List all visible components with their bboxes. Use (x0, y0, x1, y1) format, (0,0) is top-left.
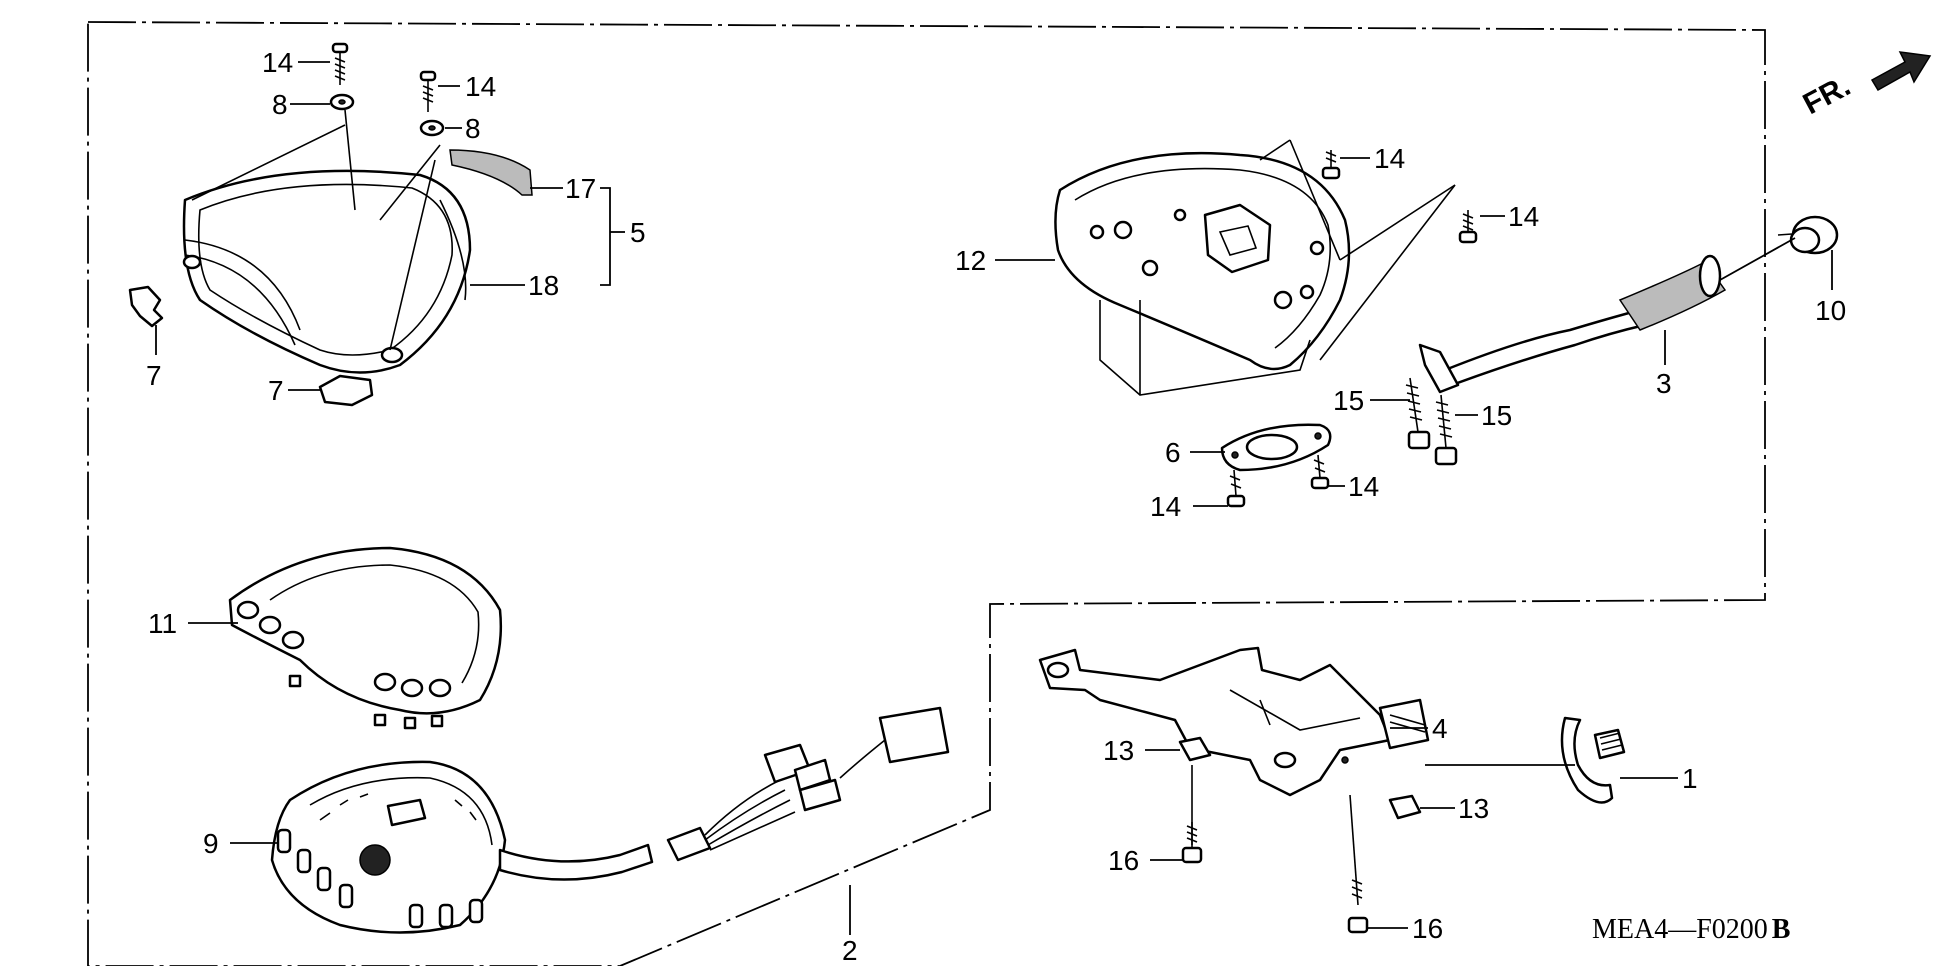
meter-stay-4 (1038, 646, 1430, 797)
bolt-15-b (1434, 394, 1458, 466)
callout-15-a: 15 (1333, 385, 1364, 416)
front-direction-indicator: FR. (1798, 51, 1932, 121)
meter-case-assembly (182, 109, 472, 374)
clip-7-b (318, 374, 374, 407)
screw-14-c (1321, 150, 1341, 180)
meter-cable-3 (1418, 254, 1727, 394)
callout-14-d: 14 (1508, 201, 1539, 232)
bolt-15-a (1405, 377, 1431, 450)
callout-6: 6 (1165, 437, 1181, 468)
meter-unit-9 (270, 760, 507, 934)
bolt-16-b (1347, 794, 1369, 934)
grommet-10 (1777, 215, 1839, 255)
drawing-code-suffix: B (1772, 914, 1791, 945)
callout-5: 5 (630, 217, 646, 248)
callout-8-a: 8 (272, 89, 288, 120)
screw-14-f (1310, 454, 1330, 490)
assembly-frame (87, 21, 1766, 966)
band-1 (1560, 716, 1626, 804)
washer-8-a (329, 93, 355, 111)
drawing-code-main: MEA4—F0200 (1592, 914, 1768, 945)
callout-10: 10 (1815, 295, 1846, 326)
meter-lower-case (1054, 139, 1456, 396)
screw-14-b (419, 70, 437, 112)
callout-4: 4 (1432, 713, 1448, 744)
callout-13-b: 13 (1458, 793, 1489, 824)
callout-15-b: 15 (1481, 400, 1512, 431)
rubber-strip-17 (449, 149, 533, 196)
nut-13-b (1388, 794, 1422, 820)
bolt-16-a (1181, 765, 1203, 864)
meter-visor-11 (228, 546, 503, 730)
clip-7-a (128, 285, 164, 328)
callout-8-b: 8 (465, 113, 481, 144)
screw-14-e (1226, 469, 1246, 508)
screw-14-d (1458, 210, 1478, 244)
callout-14-a: 14 (262, 47, 293, 78)
front-arrow-icon (1870, 51, 1932, 92)
callout-14-f: 14 (1348, 471, 1379, 502)
callout-7-b: 7 (268, 375, 284, 406)
callout-16-a: 16 (1108, 845, 1139, 876)
callout-14-e: 14 (1150, 491, 1181, 522)
callout-12: 12 (955, 245, 986, 276)
washer-8-b (419, 119, 445, 137)
callout-9: 9 (203, 828, 219, 859)
callout-1: 1 (1682, 763, 1698, 794)
gasket-6 (1220, 423, 1332, 472)
callout-17: 17 (565, 173, 596, 204)
callout-11: 11 (148, 608, 177, 639)
screw-14-a (331, 42, 349, 85)
wire-harness-2 (498, 706, 950, 881)
callout-3: 3 (1656, 368, 1672, 399)
callout-14-c: 14 (1374, 143, 1405, 174)
callout-16-b: 16 (1412, 913, 1443, 944)
front-label: FR. (1798, 69, 1856, 121)
nut-13-a (1178, 736, 1212, 762)
callout-2: 2 (842, 935, 858, 966)
callout-7-a: 7 (146, 360, 162, 391)
callout-14-b: 14 (465, 71, 496, 102)
callout-18: 18 (528, 270, 559, 301)
callout-13-a: 13 (1103, 735, 1134, 766)
